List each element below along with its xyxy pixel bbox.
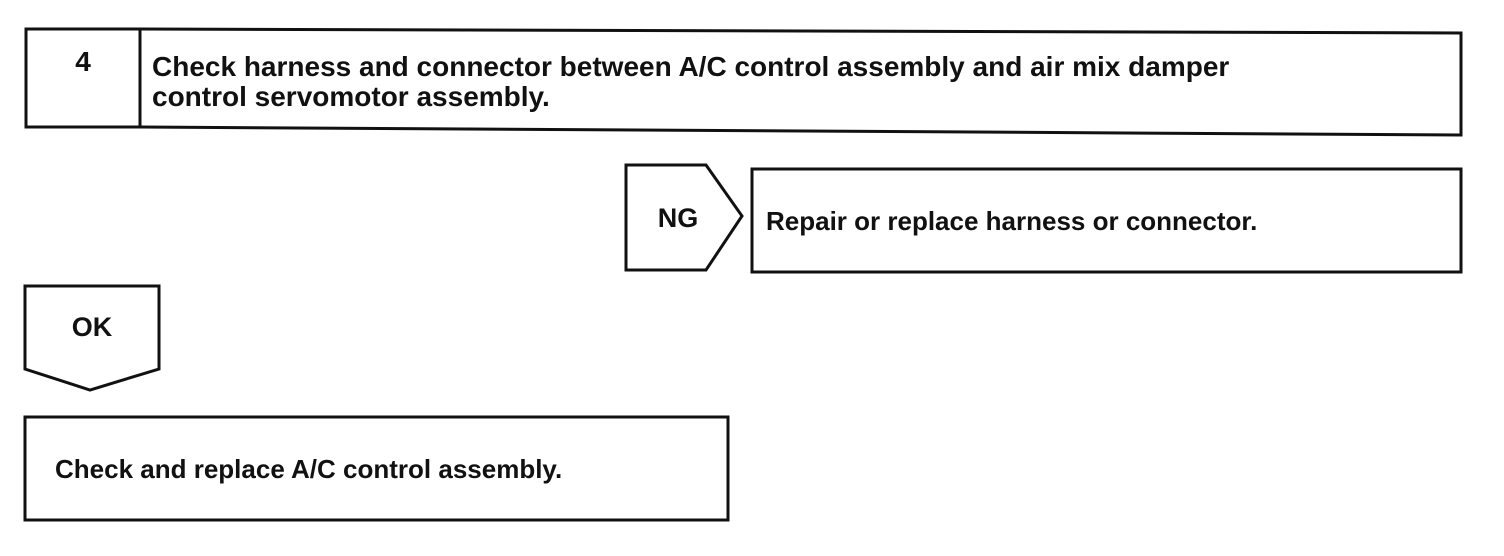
step-title-line-2: control servomotor assembly. bbox=[152, 81, 550, 112]
ok-label: OK bbox=[71, 312, 113, 342]
ng-action-text: Repair or replace harness or connector. bbox=[766, 206, 1258, 236]
step-title-cell bbox=[139, 27, 1463, 137]
step-number: 4 bbox=[75, 46, 91, 77]
ng-arrow-shape bbox=[624, 163, 744, 272]
ng-action-box bbox=[750, 167, 1463, 274]
ok-arrow-shape bbox=[23, 284, 161, 392]
step-box bbox=[24, 27, 1463, 137]
step-number-cell bbox=[24, 27, 142, 129]
ng-label: NG bbox=[657, 203, 699, 233]
ok-action-text: Check and replace A/C control assembly. bbox=[55, 454, 563, 484]
step-title: Check harness and connector between A/C … bbox=[152, 52, 1229, 112]
step-title-line-1: Check harness and connector between A/C … bbox=[152, 51, 1230, 82]
ok-action-box bbox=[23, 415, 730, 522]
